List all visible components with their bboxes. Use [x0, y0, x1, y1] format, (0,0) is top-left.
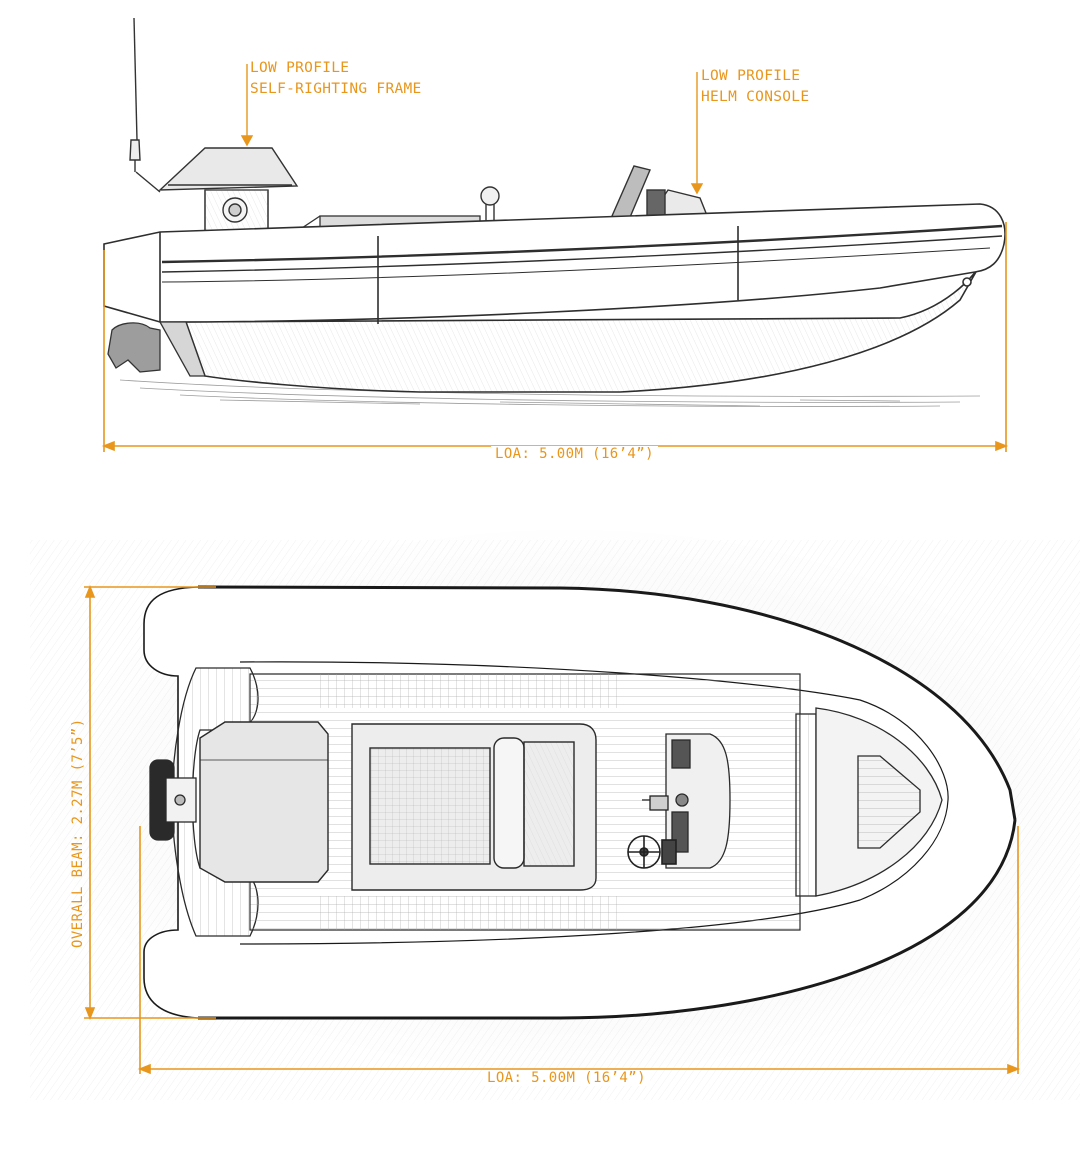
helm-annotation-line2: HELM CONSOLE: [701, 89, 810, 105]
frame-annotation-line2: SELF-RIGHTING FRAME: [250, 81, 422, 97]
center-seat: [351, 723, 597, 891]
steering-wheel-icon: [627, 835, 677, 869]
throttle-icon: [642, 795, 669, 811]
water-surface: [119, 379, 981, 407]
hull-side: [103, 203, 1006, 393]
top-loa-label: LOA: 5.00M (16’4”): [483, 1070, 650, 1086]
helm-annotation: LOW PROFILE HELM CONSOLE: [701, 66, 809, 108]
antenna-icon: [129, 17, 161, 193]
frame-annotation: LOW PROFILE SELF-RIGHTING FRAME: [250, 58, 422, 100]
top-loa-dimension: [137, 826, 1021, 1075]
stern-seat: [199, 721, 329, 883]
beam-label: OVERALL BEAM: 2.27M (7’5”): [70, 718, 86, 948]
helm-annotation-line1: LOW PROFILE: [701, 68, 801, 84]
outboard-motor-icon: [107, 321, 206, 377]
side-view-sketch: [103, 17, 1006, 407]
self-righting-frame: [158, 147, 299, 233]
helm-console-top: [665, 733, 731, 869]
frame-annotation-line1: LOW PROFILE: [250, 60, 350, 76]
annotation-leaders: [240, 64, 704, 195]
bow-locker: [795, 707, 943, 897]
side-loa-label: LOA: 5.00M (16’4”): [491, 446, 658, 462]
beam-dimension: [84, 584, 216, 1021]
top-view-sketch: [30, 530, 1080, 1100]
